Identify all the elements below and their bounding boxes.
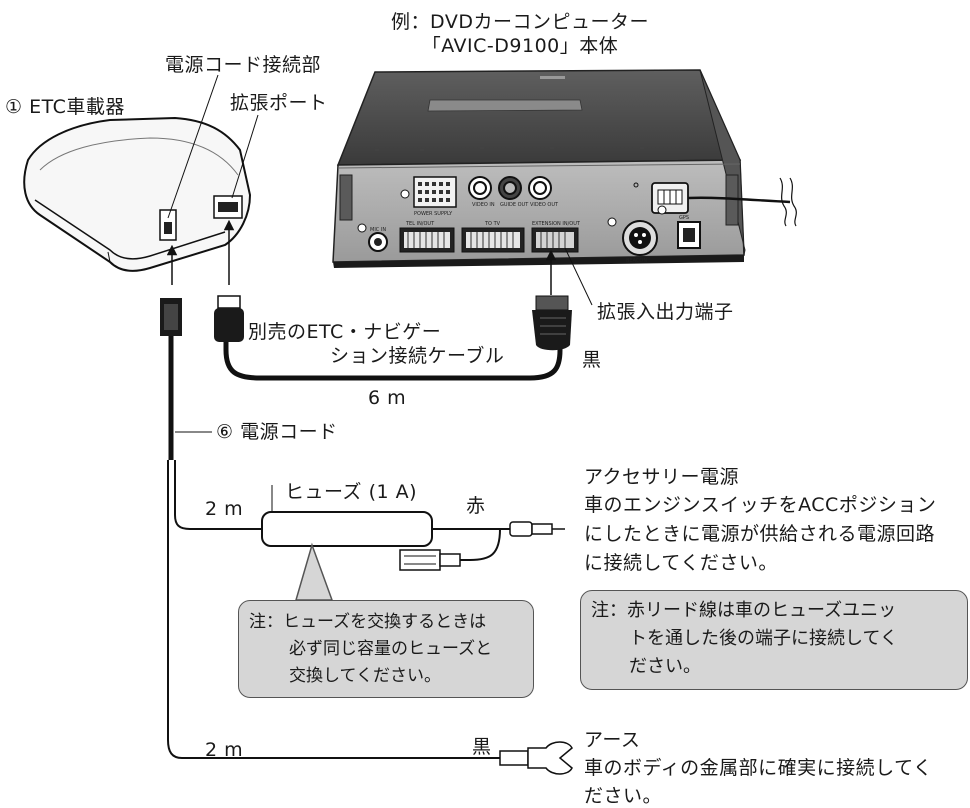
panel-label-tel-in-out: TEL IN/OUT (405, 221, 435, 227)
ground-title: アース (584, 729, 641, 751)
cable-plug-color: 黒 (582, 349, 602, 371)
panel-label-mic-in: MIC IN (370, 227, 386, 233)
accessory-desc-line2: にしたときに電源が供給される電源回路 (584, 523, 936, 545)
nav-unit-caption-line2: 「AVIC-D9100」本体 (421, 35, 619, 57)
accessory-desc-line1: 車のエンジンスイッチをACCポジション (584, 494, 937, 516)
etc-nav-cable (214, 295, 572, 381)
accessory-title: アクセサリー電源 (584, 466, 740, 488)
power-cord-label: ⑥ 電源コード (216, 421, 338, 443)
ground-branch-length: 2 m (205, 739, 244, 761)
panel-label-guide-out: GUIDE OUT (500, 202, 529, 208)
nav-unit-drawing: POWER SUPPLY VIDEO IN GUIDE OUT VIDEO OU… (332, 69, 797, 268)
connection-arrows (166, 219, 557, 295)
red-lead-note-line3: ださい。 (629, 656, 701, 677)
nav-unit-caption-line1: 例：DVDカーコンピューター (391, 11, 649, 33)
etc-unit-label: ① ETC車載器 (5, 96, 125, 118)
panel-label-video-in: VIDEO IN (472, 202, 495, 208)
cable-label-line2: ション接続ケーブル (330, 345, 505, 367)
cable-label-line1: 別売のETC・ナビゲー (248, 321, 442, 343)
leader-lines (167, 74, 593, 525)
expansion-port-label: 拡張ポート (230, 92, 328, 114)
fuse-note-line3: 交換してください。 (289, 666, 441, 686)
accessory-desc-line3: に接続してください。 (584, 552, 778, 574)
fuse-note-line1: 注：ヒューズを交換するときは (249, 612, 487, 632)
power-cord (160, 298, 573, 775)
panel-label-to-tv: TO TV (484, 221, 501, 227)
ground-desc-line1: 車のボディの金属部に確実に接続してく (584, 757, 933, 779)
cable-length: 6 m (368, 387, 407, 409)
panel-label-video-out: VIDEO OUT (530, 202, 559, 208)
panel-label-gps: GPS (679, 215, 689, 221)
panel-label-beacon: BEACON (626, 258, 647, 264)
fuse-note-line2: 必ず同じ容量のヒューズと (289, 639, 493, 659)
ground-color-label: 黒 (472, 736, 492, 758)
acc-color-label: 赤 (466, 495, 486, 517)
power-connector-label: 電源コード接続部 (165, 54, 322, 76)
fuse-note-pointer (295, 542, 334, 601)
red-lead-note-line1: 注：赤リード線は車のヒューズユニッ (591, 600, 897, 621)
acc-branch-length: 2 m (205, 498, 244, 520)
etc-unit-drawing (23, 116, 252, 272)
extension-terminal-label: 拡張入出力端子 (597, 301, 734, 323)
fuse-label: ヒューズ (1 A) (285, 481, 418, 503)
fuse-note-box: 注：ヒューズを交換するときは 必ず同じ容量のヒューズと 交換してください。 (238, 600, 534, 698)
panel-label-extension: EXTENSION IN/OUT (532, 221, 581, 227)
panel-label-power-supply: POWER SUPPLY (414, 211, 453, 217)
red-lead-note-box: 注：赤リード線は車のヒューズユニッ トを通した後の端子に接続してく ださい。 (580, 590, 968, 690)
ground-desc-line2: ださい。 (584, 785, 663, 807)
red-lead-note-line2: トを通した後の端子に接続してく (629, 628, 898, 649)
